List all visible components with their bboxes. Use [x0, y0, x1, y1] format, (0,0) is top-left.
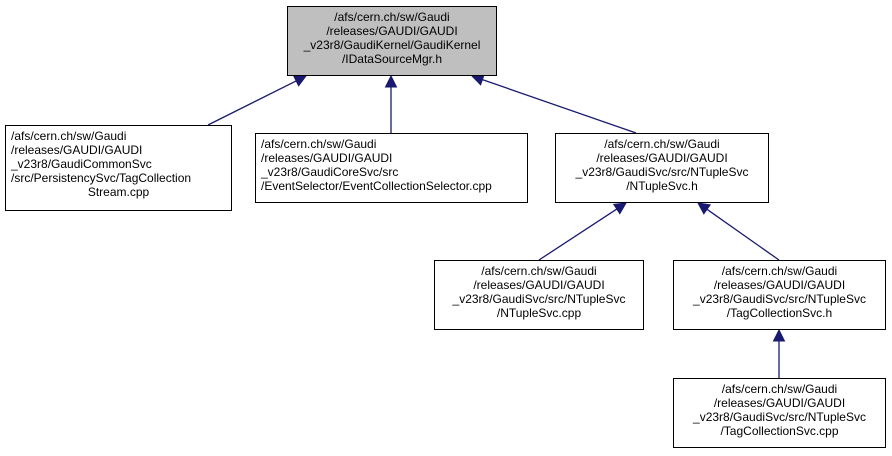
node-line: /NTupleSvc.cpp: [496, 306, 582, 320]
node-line: /EventSelector/EventCollectionSelector.c…: [261, 179, 492, 193]
arrowhead: [772, 328, 786, 342]
node-line: /releases/GAUDI/GAUDI: [473, 278, 605, 292]
node-line: _v23r8/GaudiKernel/GaudiKernel: [303, 38, 481, 52]
arrowhead: [612, 202, 627, 215]
node-line: _v23r8/GaudiSvc/src/NTupleSvc: [452, 292, 626, 306]
node-line: /afs/cern.ch/sw/Gaudi: [604, 137, 720, 151]
edge-ntuplesvc_cpp-to-ntuplesvc_h: [538, 208, 618, 261]
node-ntuplesvc-h[interactable]: /afs/cern.ch/sw/Gaudi /releases/GAUDI/GA…: [555, 133, 769, 203]
edge-tagcollectionstream_cpp-to-root: [207, 80, 297, 126]
arrowhead: [292, 75, 308, 87]
node-line: /afs/cern.ch/sw/Gaudi: [481, 264, 597, 278]
node-line: /releases/GAUDI/GAUDI: [261, 151, 393, 165]
node-line: /TagCollectionSvc.h: [726, 306, 833, 320]
node-line: _v23r8/GaudiSvc/src/NTupleSvc: [575, 165, 749, 179]
node-line: /releases/GAUDI/GAUDI: [11, 143, 143, 157]
node-line: /TagCollectionSvc.cpp: [720, 424, 839, 438]
arrowhead: [697, 202, 712, 215]
node-line: /afs/cern.ch/sw/Gaudi: [721, 264, 838, 278]
node-line: /IDataSourceMgr.h: [341, 52, 443, 66]
node-line: /afs/cern.ch/sw/Gaudi: [11, 129, 127, 143]
node-line: /afs/cern.ch/sw/Gaudi: [261, 137, 377, 151]
node-line: /releases/GAUDI/GAUDI: [596, 151, 728, 165]
node-eventcollectionselector-cpp[interactable]: /afs/cern.ch/sw/Gaudi /releases/GAUDI/GA…: [255, 133, 528, 203]
edge-tagcollectionsvc_h-to-ntuplesvc_h: [706, 208, 780, 261]
node-line: _v23r8/GaudiCoreSvc/src: [261, 165, 399, 179]
node-idatasourcemgr-h[interactable]: /afs/cern.ch/sw/Gaudi /releases/GAUDI/GA…: [287, 6, 497, 76]
node-tagcollectionsvc-cpp[interactable]: /afs/cern.ch/sw/Gaudi /releases/GAUDI/GA…: [673, 378, 886, 448]
edge-ntuplesvc_h-to-root: [482, 78, 637, 134]
node-line: /afs/cern.ch/sw/Gaudi: [334, 10, 450, 24]
node-line: /releases/GAUDI/GAUDI: [713, 396, 846, 410]
node-line: _v23r8/GaudiSvc/src/NTupleSvc: [693, 292, 866, 306]
node-tagcollectionsvc-h[interactable]: /afs/cern.ch/sw/Gaudi /releases/GAUDI/GA…: [673, 260, 886, 330]
node-line: /src/PersistencySvc/TagCollection: [11, 171, 192, 185]
node-tagcollectionstream-cpp[interactable]: /afs/cern.ch/sw/Gaudi /releases/GAUDI/GA…: [5, 125, 232, 211]
node-line: /NTupleSvc.h: [626, 179, 698, 193]
node-ntuplesvc-cpp[interactable]: /afs/cern.ch/sw/Gaudi /releases/GAUDI/GA…: [434, 260, 644, 330]
arrowhead: [384, 74, 398, 88]
node-line: Stream.cpp: [87, 185, 150, 199]
node-line: /releases/GAUDI/GAUDI: [326, 24, 458, 38]
node-line: _v23r8/GaudiSvc/src/NTupleSvc: [693, 410, 866, 424]
node-line: /afs/cern.ch/sw/Gaudi: [721, 382, 838, 396]
node-line: /releases/GAUDI/GAUDI: [713, 278, 846, 292]
node-line: _v23r8/GaudiCommonSvc: [11, 157, 152, 171]
